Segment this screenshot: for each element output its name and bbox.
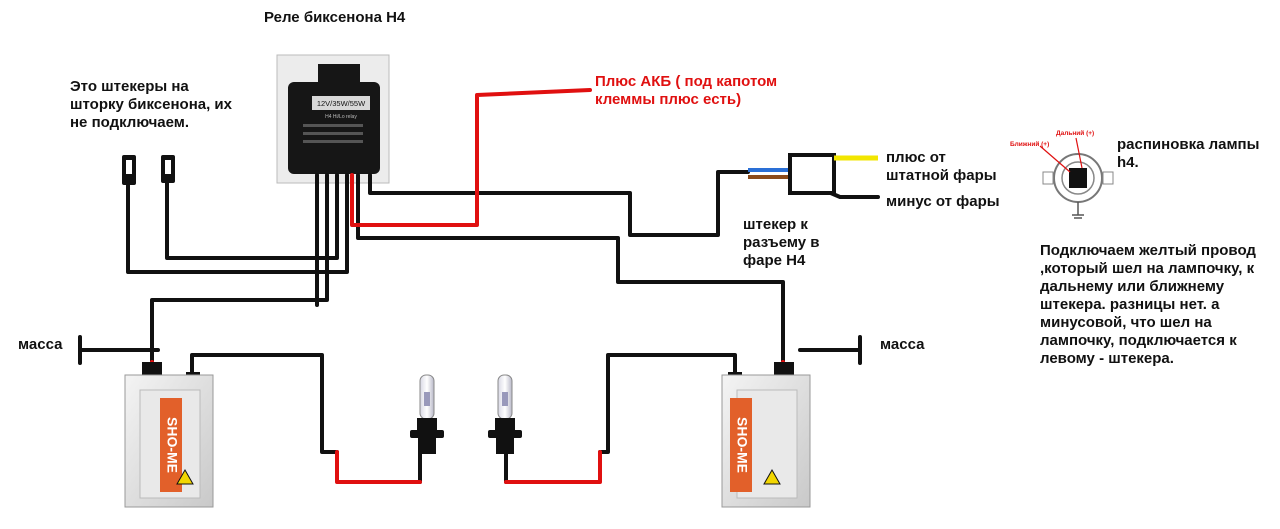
relay-sub-label: H4 Hi/Lo relay <box>325 114 357 120</box>
lamp-pinout-label: распиновка лампы h4. <box>1117 136 1260 171</box>
shutter-plugs-note: Это штекеры на шторку биксенона, их не п… <box>70 78 232 131</box>
lamp-pinout-diagram: Ближний (+) Дальний (+) <box>1010 129 1114 219</box>
ground-right-label: масса <box>880 336 925 353</box>
battery-plus-label: Плюс АКБ ( под капотом клеммы плюс есть) <box>595 73 778 108</box>
plug-to-connector-label: штекер к разъему в фаре Н4 <box>743 216 820 269</box>
ballast-right: SHO-ME <box>721 362 811 508</box>
connection-note: Подключаем желтый провод ,который шел на… <box>1040 242 1256 367</box>
plus-from-headlight-label: плюс от штатной фары <box>886 149 997 184</box>
relay: 12V/35W/55W H4 Hi/Lo relay <box>276 54 390 184</box>
black-wires <box>78 170 880 484</box>
ballast-left-brand: SHO-ME <box>164 417 180 473</box>
pinout-high-beam-label: Дальний (+) <box>1056 129 1094 137</box>
relay-spec-label: 12V/35W/55W <box>317 99 366 108</box>
ballast-right-brand: SHO-ME <box>734 417 750 473</box>
bulb-left <box>410 374 444 454</box>
shutter-plugs <box>122 155 175 185</box>
red-wires <box>150 88 785 484</box>
relay-title: Реле биксенона Н4 <box>264 9 406 26</box>
minus-from-headlight-label: минус от фары <box>886 193 1000 210</box>
h4-connector <box>748 153 878 195</box>
ground-left-label: масса <box>18 336 63 353</box>
bulb-right <box>488 374 522 454</box>
ballast-left: SHO-ME <box>124 362 214 508</box>
pinout-low-beam-label: Ближний (+) <box>1010 140 1049 148</box>
